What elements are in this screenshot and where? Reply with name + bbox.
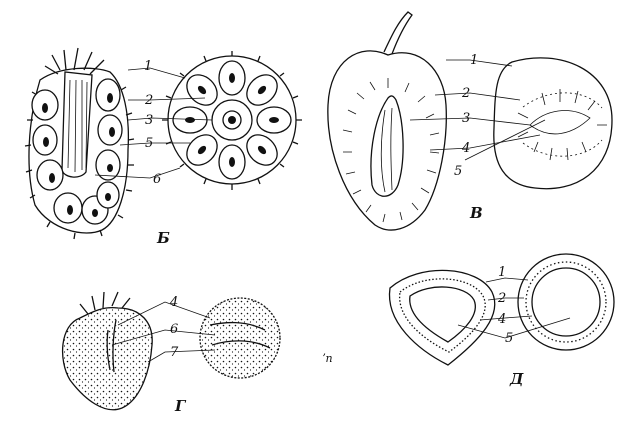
figure-d-label-4: 4 (497, 312, 506, 327)
stray-mark: ʼn (322, 352, 333, 365)
figure-g-caption: Г (174, 397, 187, 415)
figure-v-label-2: 2 (461, 86, 470, 101)
figure-b-label-6: 6 (153, 172, 161, 187)
figure-g-label-4: 4 (169, 295, 178, 310)
figure-d-cross-section (518, 254, 614, 350)
figure-g-cross-section (200, 298, 280, 378)
figure-b-label-3: 3 (145, 113, 153, 128)
figure-b-label-2: 2 (144, 93, 153, 108)
figure-g-label-7: 7 (170, 345, 179, 360)
figure-d-label-1: 1 (498, 265, 506, 280)
figure-d: 1 2 4 5 Д (389, 254, 614, 388)
figure-b-caption: Б (156, 229, 170, 247)
figure-d-longitudinal-section (389, 270, 494, 365)
figure-b-longitudinal-section (25, 48, 134, 239)
figure-d-label-2: 2 (497, 291, 506, 306)
figure-v-label-1: 1 (470, 53, 478, 68)
figure-v-cross-section (494, 58, 612, 189)
figure-v: 1 2 3 4 5 В (328, 12, 612, 230)
figure-b: 1 2 3 5 6 Б (25, 48, 302, 247)
figure-v-caption: В (469, 204, 483, 222)
figure-b-label-5: 5 (145, 136, 153, 151)
figure-b-cross-section (162, 51, 302, 190)
figure-g: 4 6 7 Г (63, 292, 280, 415)
figure-v-label-3: 3 (462, 111, 470, 126)
figure-d-caption: Д (509, 370, 524, 388)
figure-g-label-6: 6 (170, 322, 178, 337)
figure-v-label-5: 5 (454, 164, 462, 179)
figure-g-longitudinal-section (63, 292, 153, 410)
figure-d-label-5: 5 (505, 331, 513, 346)
figure-b-label-1: 1 (144, 59, 152, 74)
figure-v-label-4: 4 (461, 141, 470, 156)
figure-v-longitudinal-section (328, 12, 446, 230)
